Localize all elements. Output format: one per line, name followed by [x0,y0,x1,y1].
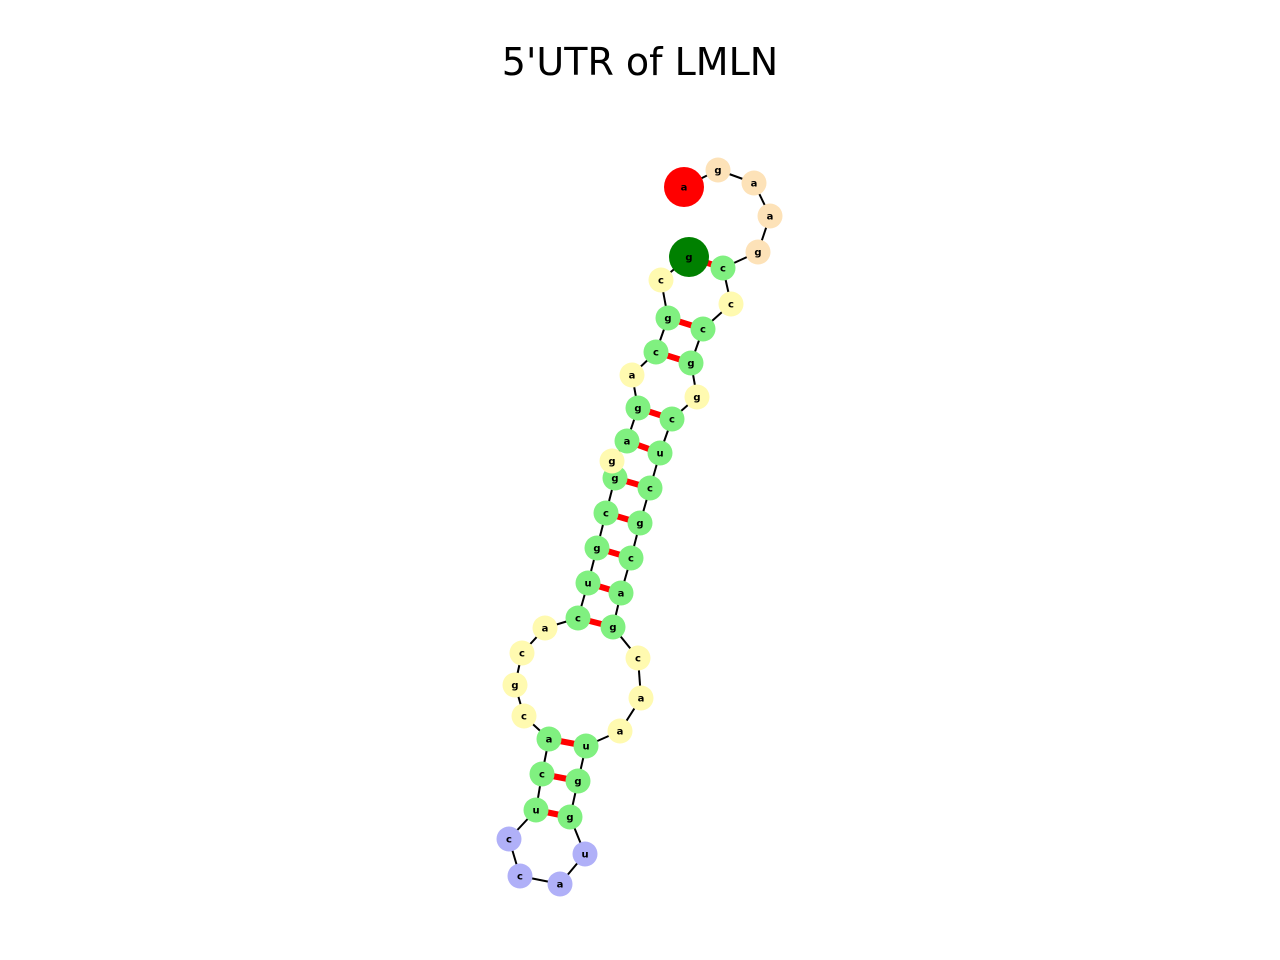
nucleotide-label: c [700,325,706,336]
nucleotide-label: a [546,735,553,746]
nucleotide-label: a [681,183,688,194]
nucleotide-label: a [618,589,625,600]
nucleotide-stem [627,510,653,536]
nucleotide-exterior [757,203,783,229]
nucleotide-unpaired [607,718,633,744]
nucleotide-label: u [584,579,591,590]
nucleotide-label: c [519,649,525,660]
nucleotide-stem [557,804,583,830]
nucleotide-label: c [647,484,653,495]
nucleotide-label: u [581,850,588,861]
nucleotide-stem [523,797,549,823]
diagram-title: 5'UTR of LMLN [501,40,779,84]
nucleotide-unpaired [502,672,528,698]
nucleotide-stem [643,339,669,365]
nucleotide-stem [637,475,663,501]
nucleotide-label: c [635,654,641,665]
nucleotide-label: g [574,777,581,788]
nucleotide-unpaired [509,640,535,666]
nucleotide-label: u [532,806,539,817]
nucleotide-label: a [624,437,631,448]
nucleotide-stem [618,545,644,571]
nucleotide-label: c [669,415,675,426]
nucleotide-label: c [628,554,634,565]
nucleotide-end [669,237,709,277]
nucleotide-label: g [609,623,616,634]
nucleotide-stem [584,535,610,561]
nucleotide-label: g [664,314,671,325]
nucleotide-stem [647,440,673,466]
nucleotide-label: c [720,264,726,275]
nucleotide-stem [573,733,599,759]
nucleotide-label: g [685,253,692,264]
nucleotide-label: a [542,624,549,635]
nucleotide-label: u [582,742,589,753]
nucleotide-label: g [608,457,615,468]
nucleotide-stem [625,395,651,421]
nucleotide-label: a [767,212,774,223]
nucleotide-hairpin [572,841,598,867]
nucleotide-start [664,167,704,207]
nucleotide-unpaired [718,291,744,317]
nucleotide-unpaired [511,703,537,729]
nucleotide-stem [655,305,681,331]
nucleotide-label: a [617,727,624,738]
nucleotide-label: c [658,276,664,287]
nucleotide-stem [529,761,555,787]
nucleotide-hairpin [507,863,533,889]
nucleotide-label: g [636,519,643,530]
nucleotide-label: c [517,872,523,883]
nucleotide-label: c [539,770,545,781]
nucleotide-label: g [754,248,761,259]
nucleotide-exterior [705,157,731,183]
nucleotide-label: g [611,474,618,485]
nucleotide-stem [536,726,562,752]
nucleotide-label: c [521,712,527,723]
nucleotide-label: g [714,166,721,177]
nucleotide-label: c [603,509,609,520]
nucleotide-label: c [653,348,659,359]
nucleotide-unpaired [648,267,674,293]
nucleotide-stem [659,406,685,432]
nucleotide-label: a [638,694,645,705]
nucleotide-stem [614,428,640,454]
nucleotide-stem [593,500,619,526]
nucleotide-label: c [575,614,581,625]
nucleotide-stem [565,768,591,794]
nucleotide-stem [678,350,704,376]
nucleotide-exterior [745,239,771,265]
nucleotide-label: g [634,404,641,415]
nucleotide-label: u [656,449,663,460]
nucleotide-label: a [557,880,564,891]
nucleotide-stem [600,614,626,640]
nucleotide-stem [565,605,591,631]
nucleotide-label: c [506,835,512,846]
nucleotide-unpaired [532,615,558,641]
nucleotide-label: a [629,371,636,382]
nucleotide-stem [710,255,736,281]
nucleotide-stem [575,570,601,596]
nucleotide-hairpin [547,871,573,897]
nucleotide-hairpin [496,826,522,852]
nucleotide-unpaired [625,645,651,671]
nucleotide-label: g [593,544,600,555]
nucleotide-stem [608,580,634,606]
nucleotide-label: a [751,179,758,190]
nucleotide-label: g [511,681,518,692]
nucleotide-unpaired [599,448,625,474]
nucleotide-label: c [728,300,734,311]
nucleotide-unpaired [619,362,645,388]
nucleotides: agaagcccggcucgcagcaaugguaccucacgcacugcgg… [496,157,783,897]
nucleotide-unpaired [684,384,710,410]
nucleotide-exterior [741,170,767,196]
nucleotide-label: g [687,359,694,370]
nucleotide-label: g [693,393,700,404]
nucleotide-stem [690,316,716,342]
nucleotide-unpaired [628,685,654,711]
nucleotide-label: g [566,813,573,824]
